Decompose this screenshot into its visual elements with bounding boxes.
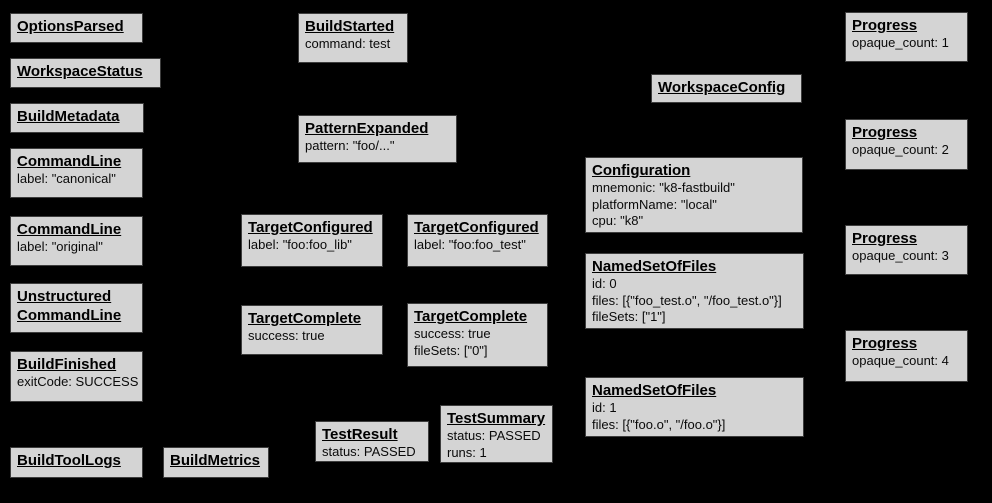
node-build-metrics: BuildMetrics: [163, 447, 269, 478]
node-title: BuildFinished: [17, 356, 117, 373]
node-title: TargetComplete: [248, 310, 362, 327]
node-title: Progress: [852, 335, 918, 352]
node-field: status: PASSED: [322, 444, 416, 459]
node-field: opaque_count: 1: [852, 35, 949, 50]
node-title: CommandLine: [17, 153, 122, 170]
node-title: Progress: [852, 230, 918, 247]
node-field: files: [{"foo.o", "/foo.o"}]: [592, 416, 726, 432]
node-field: label: "original": [17, 239, 103, 254]
node-options-parsed: OptionsParsed: [10, 13, 143, 43]
node-title: WorkspaceStatus: [17, 63, 143, 80]
node-field: label: "canonical": [17, 171, 116, 186]
node-title: TargetConfigured: [248, 219, 373, 236]
node-title: Progress: [852, 17, 918, 34]
node-title: WorkspaceConfig: [658, 79, 786, 96]
node-field: cpu: "k8": [592, 213, 644, 228]
node-field: command: test: [305, 36, 391, 51]
node-workspace-status: WorkspaceStatus: [10, 58, 161, 88]
node-field: success: true: [248, 328, 325, 343]
node-title: BuildMetadata: [17, 108, 120, 125]
node-field: platformName: "local": [592, 196, 717, 212]
node-field: runs: 1: [447, 444, 487, 460]
node-field: exitCode: SUCCESS: [17, 374, 139, 389]
node-field: opaque_count: 2: [852, 142, 949, 157]
node-title: NamedSetOfFiles: [592, 382, 717, 399]
node-build-tool-logs: BuildToolLogs: [10, 447, 143, 478]
node-field: files: [{"foo_test.o", "/foo_test.o"}]: [592, 292, 782, 308]
node-title: OptionsParsed: [17, 18, 124, 35]
node-field: label: "foo:foo_test": [414, 237, 526, 252]
node-field: success: true: [414, 326, 491, 341]
node-title: TestResult: [322, 426, 398, 443]
node-title: TestSummary: [447, 410, 546, 427]
node-workspace-config: WorkspaceConfig: [651, 74, 802, 103]
node-title: Progress: [852, 124, 918, 141]
node-field: opaque_count: 3: [852, 248, 949, 263]
node-field: label: "foo:foo_lib": [248, 237, 352, 252]
node-field: pattern: "foo/...": [305, 138, 395, 153]
node-title: NamedSetOfFiles: [592, 258, 717, 275]
node-title: BuildToolLogs: [17, 452, 121, 469]
node-unstructured-command-line: Unstructured CommandLine: [10, 283, 143, 333]
node-field: fileSets: ["1"]: [592, 309, 666, 324]
node-field: mnemonic: "k8-fastbuild": [592, 180, 735, 195]
node-title: Unstructured CommandLine: [17, 288, 122, 324]
node-title: BuildStarted: [305, 18, 395, 35]
node-field: id: 1: [592, 400, 617, 415]
node-title: PatternExpanded: [305, 120, 429, 137]
node-title: BuildMetrics: [170, 452, 261, 469]
node-title: TargetConfigured: [414, 219, 539, 236]
node-title: TargetComplete: [414, 308, 528, 325]
node-field: opaque_count: 4: [852, 353, 949, 368]
node-build-metadata: BuildMetadata: [10, 103, 144, 133]
node-title: CommandLine: [17, 221, 122, 238]
node-field: id: 0: [592, 276, 617, 291]
node-field: status: PASSED: [447, 428, 541, 443]
node-title: Configuration: [592, 162, 691, 179]
node-field: fileSets: ["0"]: [414, 342, 488, 358]
